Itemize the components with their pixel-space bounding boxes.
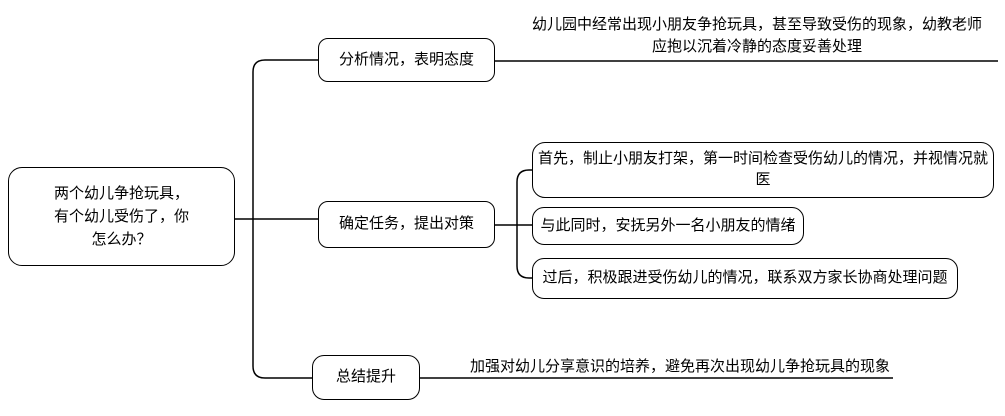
task-item-2[interactable]: 与此同时，安抚另外一名小朋友的情绪	[532, 207, 804, 245]
connector-main-trunk	[252, 59, 319, 379]
branch-summary-note[interactable]: 加强对幼儿分享意识的培养，避免再次出现幼儿争抢玩具的现象	[469, 358, 890, 375]
task-item-3[interactable]: 过后，积极跟进受伤幼儿的情况，联系双方家长协商处理问题	[532, 258, 958, 299]
branch-analyze-note[interactable]: 幼儿园中经常出现小朋友争抢玩具，甚至导致受伤的现象，幼教老师应抱以沉着冷静的态度…	[531, 16, 982, 55]
branch-tasks-node[interactable]: 确定任务，提出对策	[318, 201, 495, 248]
branch-summary-node[interactable]: 总结提升	[312, 355, 420, 400]
connector-tasks-trunk	[516, 169, 532, 279]
task-item-1[interactable]: 首先，制止小朋友打架，第一时间检查受伤幼儿的情况，并视情况就医	[532, 142, 994, 198]
root-topic-node[interactable]: 两个幼儿争抢玩具， 有个幼儿受伤了，你 怎么办？	[8, 167, 235, 266]
branch-analyze-node[interactable]: 分析情况，表明态度	[318, 38, 495, 82]
